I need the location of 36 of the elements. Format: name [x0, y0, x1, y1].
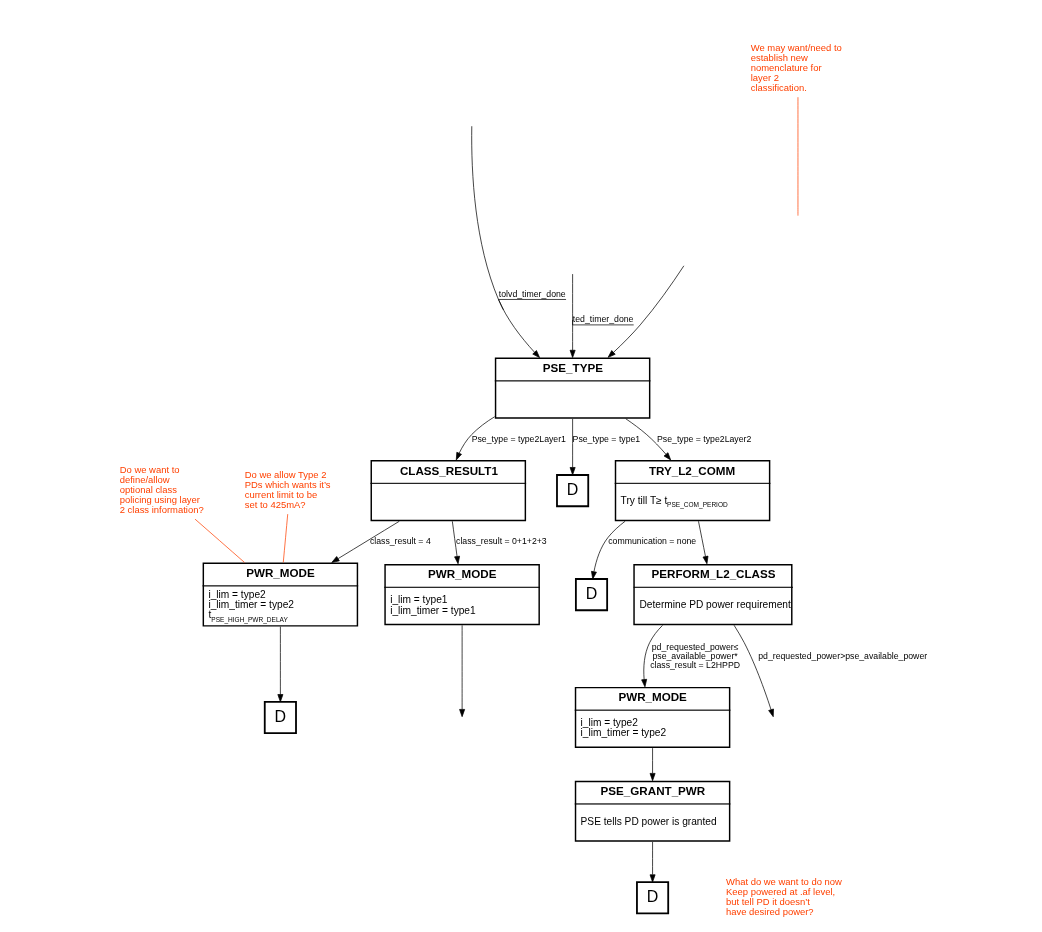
connector [282, 513, 289, 563]
edge-label: Pse_type = type1 [572, 433, 641, 444]
arrow [607, 265, 685, 358]
node-box: D [636, 881, 670, 915]
arrow [733, 624, 774, 718]
arrow [591, 520, 626, 580]
arrow [459, 624, 466, 718]
arrow [455, 416, 496, 461]
arrow [698, 520, 709, 565]
arrow [649, 841, 656, 883]
arrow [625, 418, 672, 461]
edge-label: ted_timer_done [572, 314, 634, 325]
arrow [471, 125, 567, 358]
arrow [451, 520, 460, 565]
node-text: We may want/need to establish new nomenclature for layer 2 classification. [750, 41, 842, 94]
edge-label: class_result = 0+1+2+3 [456, 536, 547, 547]
edge-label: class_result = 4 [369, 536, 431, 547]
edge-label: communication = none [608, 536, 697, 547]
arrow [277, 626, 284, 703]
node-text: Do we allow Type 2 PDs which wants it’s current limit to be set to 425mA? [244, 468, 331, 511]
edge-label: Pse_type = type2Layer1 [471, 433, 566, 444]
arrow [569, 418, 576, 476]
node-text: Do we want to define/allow optional class policing using layer 2 class information? [119, 463, 204, 516]
arrow [641, 625, 663, 688]
edge-label: pd_requested_power>pse_available_power [758, 651, 928, 662]
edge-label: Pse_type = type2Layer2 [657, 433, 752, 444]
arrow [649, 747, 656, 782]
edge-label: tolvd_timer_done [498, 288, 566, 299]
label: What do we want to do now Keep powered at .af level, but tell PD it doesn’t have desired power? [726, 875, 842, 918]
arrow [331, 520, 400, 563]
node-box: D [263, 700, 297, 734]
node-box: D [574, 578, 609, 612]
edge-label: pd_requested_power≤ pse_available_power* class_result = L2HPPD [650, 641, 741, 671]
arrow [569, 273, 635, 358]
node-box: D [556, 474, 590, 508]
connector [194, 518, 245, 563]
